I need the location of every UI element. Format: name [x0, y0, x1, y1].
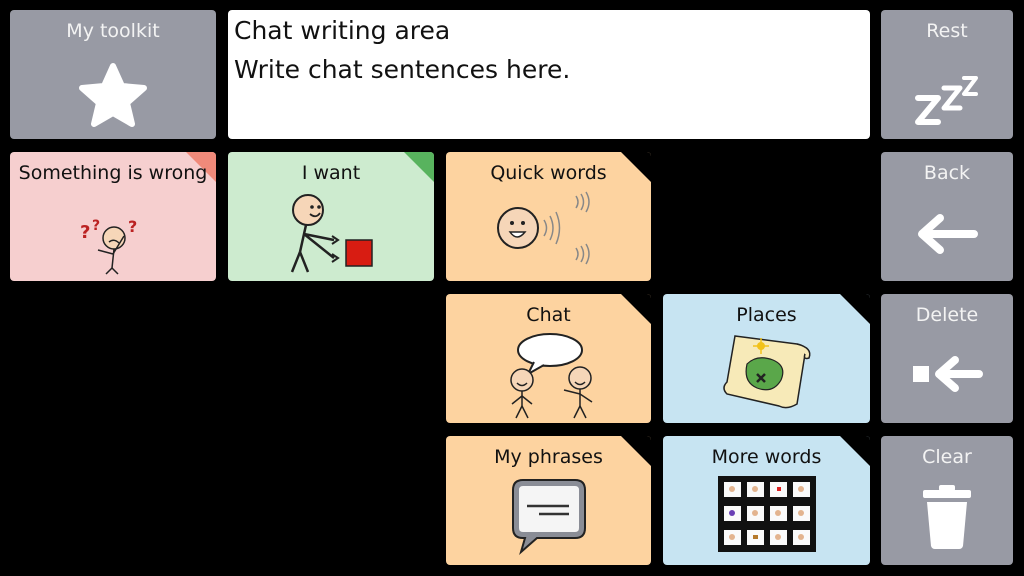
delete-label: Delete: [915, 304, 979, 326]
svg-text:?: ?: [92, 218, 100, 234]
sleep-zzz-icon: [881, 72, 1013, 128]
my-toolkit-button[interactable]: My toolkit: [10, 10, 216, 139]
treasure-map-icon: [663, 330, 870, 414]
something-wrong-button[interactable]: Something is wrong ? ? ?: [10, 152, 216, 281]
confused-person-icon: ? ? ?: [10, 216, 216, 276]
word-grid-icon: [663, 476, 870, 552]
quick-words-label: Quick words: [490, 162, 607, 184]
svg-text:?: ?: [128, 217, 137, 236]
back-button[interactable]: Back: [881, 152, 1013, 281]
trash-can-icon: [881, 484, 1013, 550]
two-people-chatting-icon: [446, 330, 651, 420]
places-label: Places: [736, 304, 797, 326]
rest-label: Rest: [926, 20, 968, 42]
person-wanting-icon: [228, 192, 434, 276]
my-phrases-button[interactable]: My phrases: [446, 436, 651, 565]
speech-bubble-icon: [446, 476, 651, 558]
my-toolkit-label: My toolkit: [66, 20, 160, 42]
back-label: Back: [923, 162, 971, 184]
speaking-face-icon: [446, 190, 651, 276]
quick-words-button[interactable]: Quick words: [446, 152, 651, 281]
my-phrases-label: My phrases: [494, 446, 603, 468]
something-wrong-label: Something is wrong: [18, 162, 208, 184]
chat-writing-area[interactable]: Chat writing area Write chat sentences h…: [228, 10, 870, 139]
clear-label: Clear: [922, 446, 972, 468]
chat-area-text: Write chat sentences here.: [234, 55, 571, 84]
more-words-label: More words: [711, 446, 822, 468]
clear-button[interactable]: Clear: [881, 436, 1013, 565]
svg-text:?: ?: [80, 222, 90, 243]
chat-area-title: Chat writing area: [234, 16, 451, 45]
places-button[interactable]: Places: [663, 294, 870, 423]
star-icon: [10, 62, 216, 128]
i-want-button[interactable]: I want: [228, 152, 434, 281]
delete-button[interactable]: Delete: [881, 294, 1013, 423]
i-want-label: I want: [301, 162, 361, 184]
chat-label: Chat: [526, 304, 571, 326]
arrow-left-icon: [881, 212, 1013, 256]
more-words-button[interactable]: More words: [663, 436, 870, 565]
rest-button[interactable]: Rest: [881, 10, 1013, 139]
delete-arrow-icon: [881, 352, 1013, 396]
chat-button[interactable]: Chat: [446, 294, 651, 423]
